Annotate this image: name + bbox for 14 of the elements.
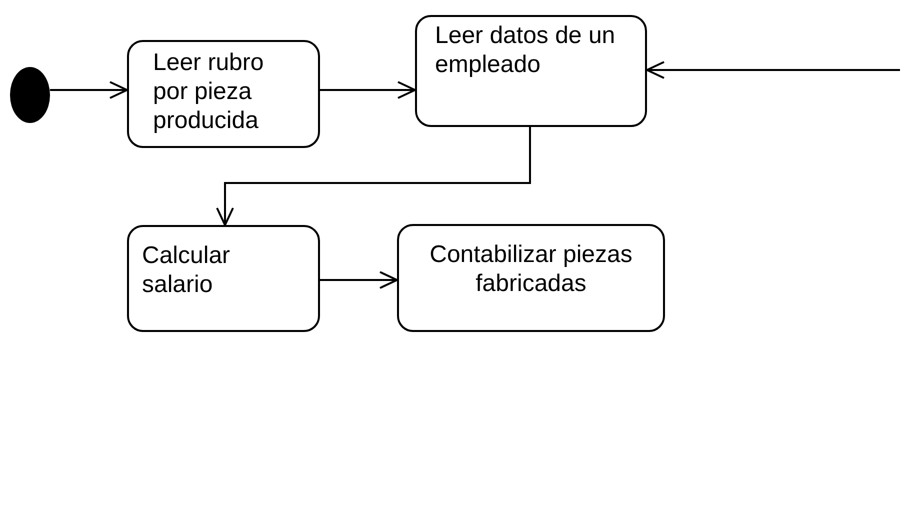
arrow — [646, 61, 900, 79]
activity-label: Calcular salario — [142, 241, 232, 299]
arrow — [216, 127, 531, 226]
activity-box — [397, 224, 665, 332]
activity-label: Leer rubro por pieza producida — [153, 48, 265, 135]
activity-box — [127, 40, 320, 148]
arrow — [320, 81, 416, 99]
arrow — [320, 271, 398, 289]
activity-box — [127, 225, 320, 332]
activity-label: Contabilizar piezas fabricadas — [428, 240, 634, 298]
activity-box — [415, 15, 647, 127]
activity-label: Leer datos de un empleado — [435, 21, 616, 79]
arrow — [50, 81, 128, 99]
start-node-dot — [10, 67, 50, 123]
